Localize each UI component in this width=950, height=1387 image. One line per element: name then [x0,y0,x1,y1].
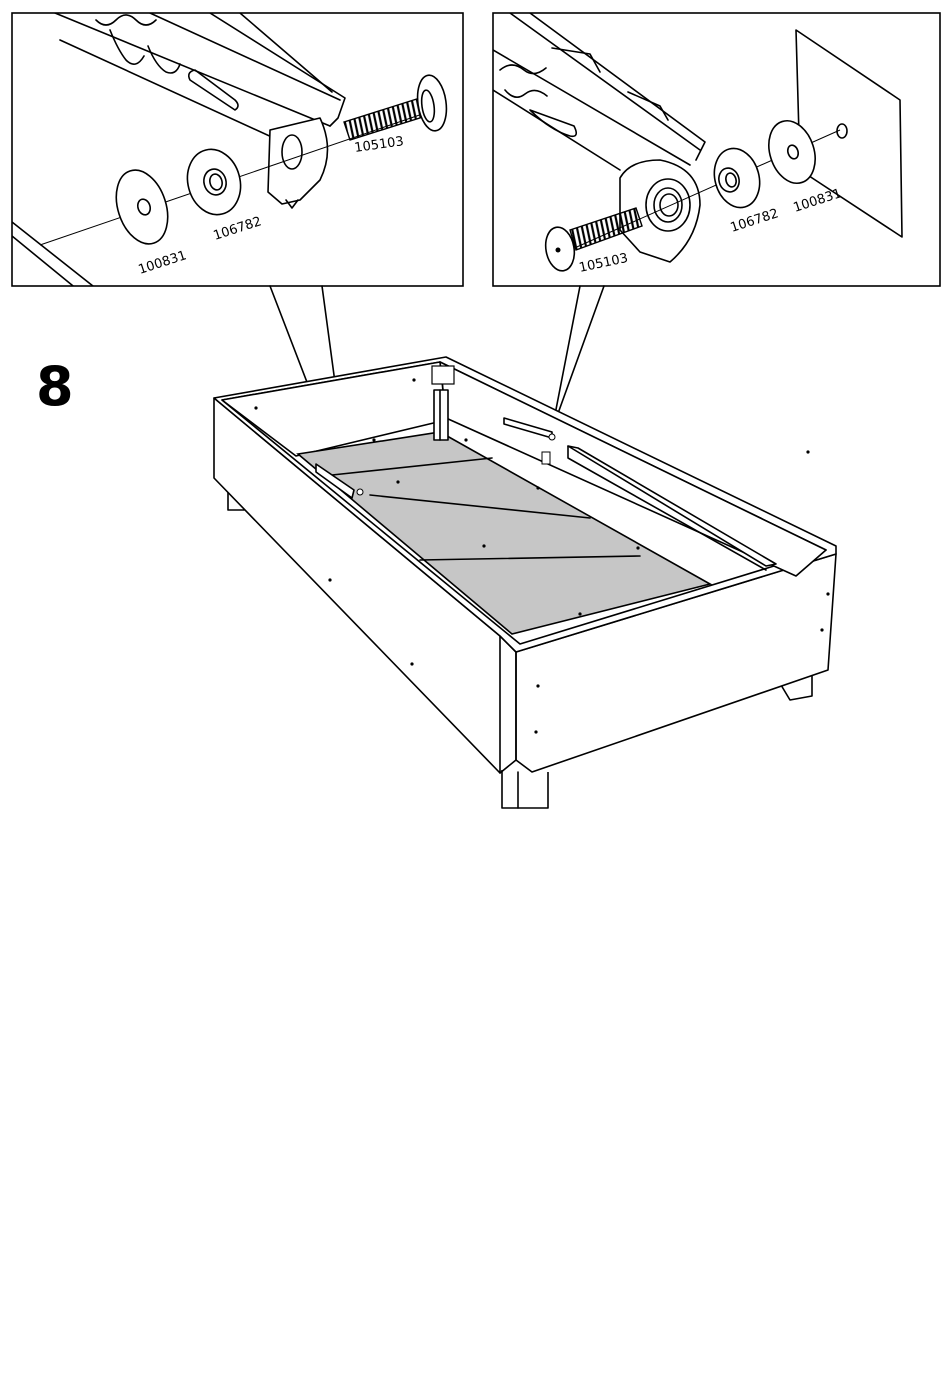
callout-left: 105103 106782 100831 [12,13,463,290]
frame-leg [502,770,548,808]
corner-bracket [432,366,454,384]
callout-right: 105103 106782 100831 [493,13,940,286]
center-support-post [434,390,448,440]
step-number: 8 [36,355,74,418]
bed-frame [214,357,836,808]
